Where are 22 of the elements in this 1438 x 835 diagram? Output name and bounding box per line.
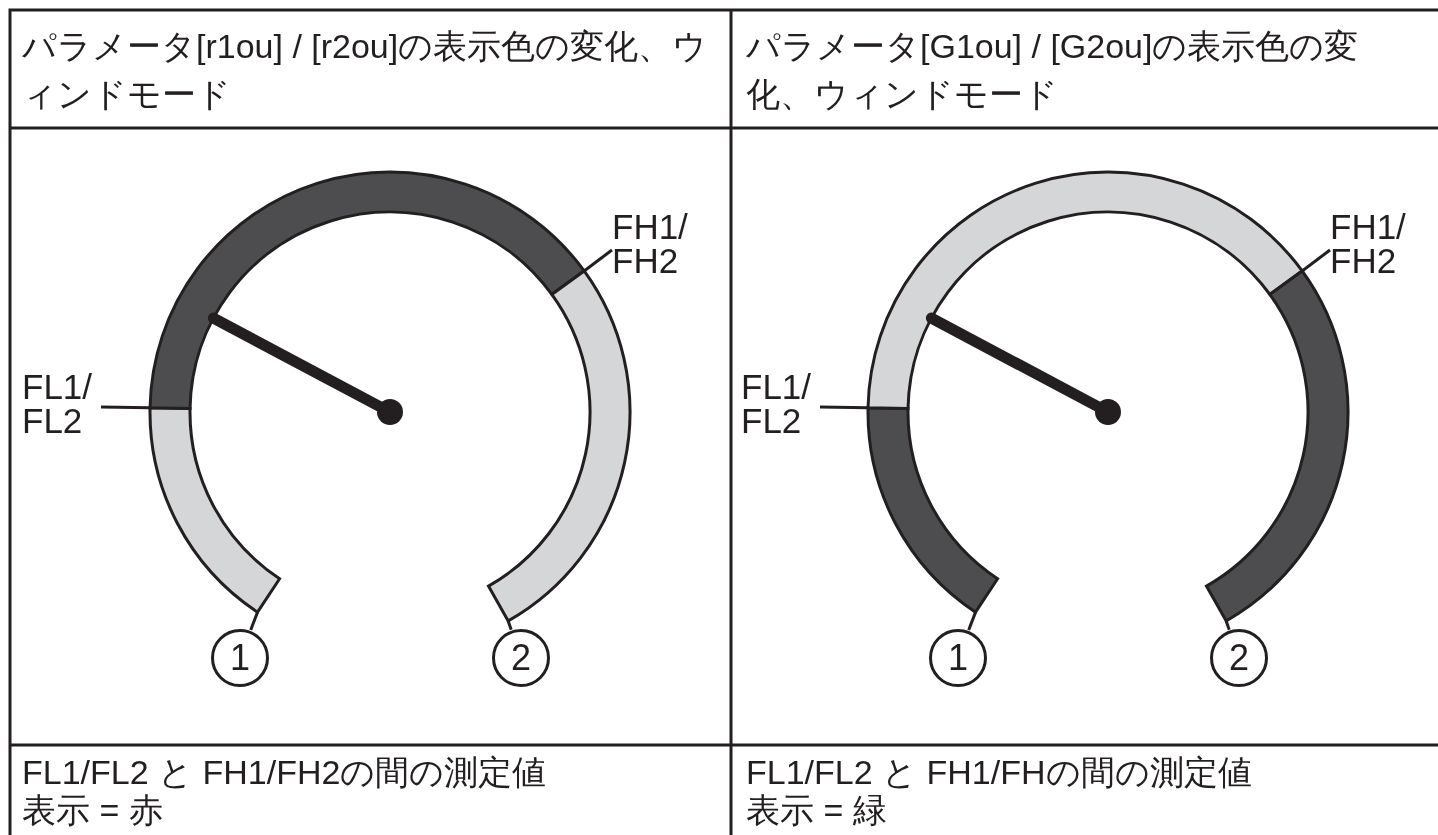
leader-line [249, 611, 259, 631]
table-text: FL1/FL2 と FH1/FHの間の測定値 [746, 752, 1253, 792]
threshold-label: FL1/ FL2 [22, 370, 101, 438]
callout-number: 1 [211, 629, 269, 687]
callout-number: 2 [492, 629, 550, 687]
threshold-label: FL1/ FL2 [741, 370, 820, 438]
leader-line [967, 611, 977, 631]
table-heading: パラメータ[r1ou] / [r2ou]の表示色の変化、ウィンドモード [22, 26, 709, 115]
table-text: 表示 = 赤 [22, 790, 164, 830]
leader-line [1301, 248, 1331, 273]
table-text: 表示 = 緑 [746, 790, 888, 830]
leader-line [506, 620, 513, 631]
threshold-label: FH1/ FH2 [612, 210, 691, 278]
table-text: FL1/FL2 と FH1/FH2の間の測定値 [22, 752, 548, 792]
leader-line [583, 248, 613, 273]
leader-line [1224, 620, 1231, 631]
table-heading: パラメータ[G1ou] / [G2ou]の表示色の変化、ウィンドモード [746, 26, 1360, 115]
callout-number: 2 [1210, 629, 1268, 687]
leader-line [100, 405, 151, 410]
threshold-label: FH1/ FH2 [1330, 210, 1409, 278]
leader-line [819, 405, 869, 410]
callout-number: 1 [929, 629, 987, 687]
